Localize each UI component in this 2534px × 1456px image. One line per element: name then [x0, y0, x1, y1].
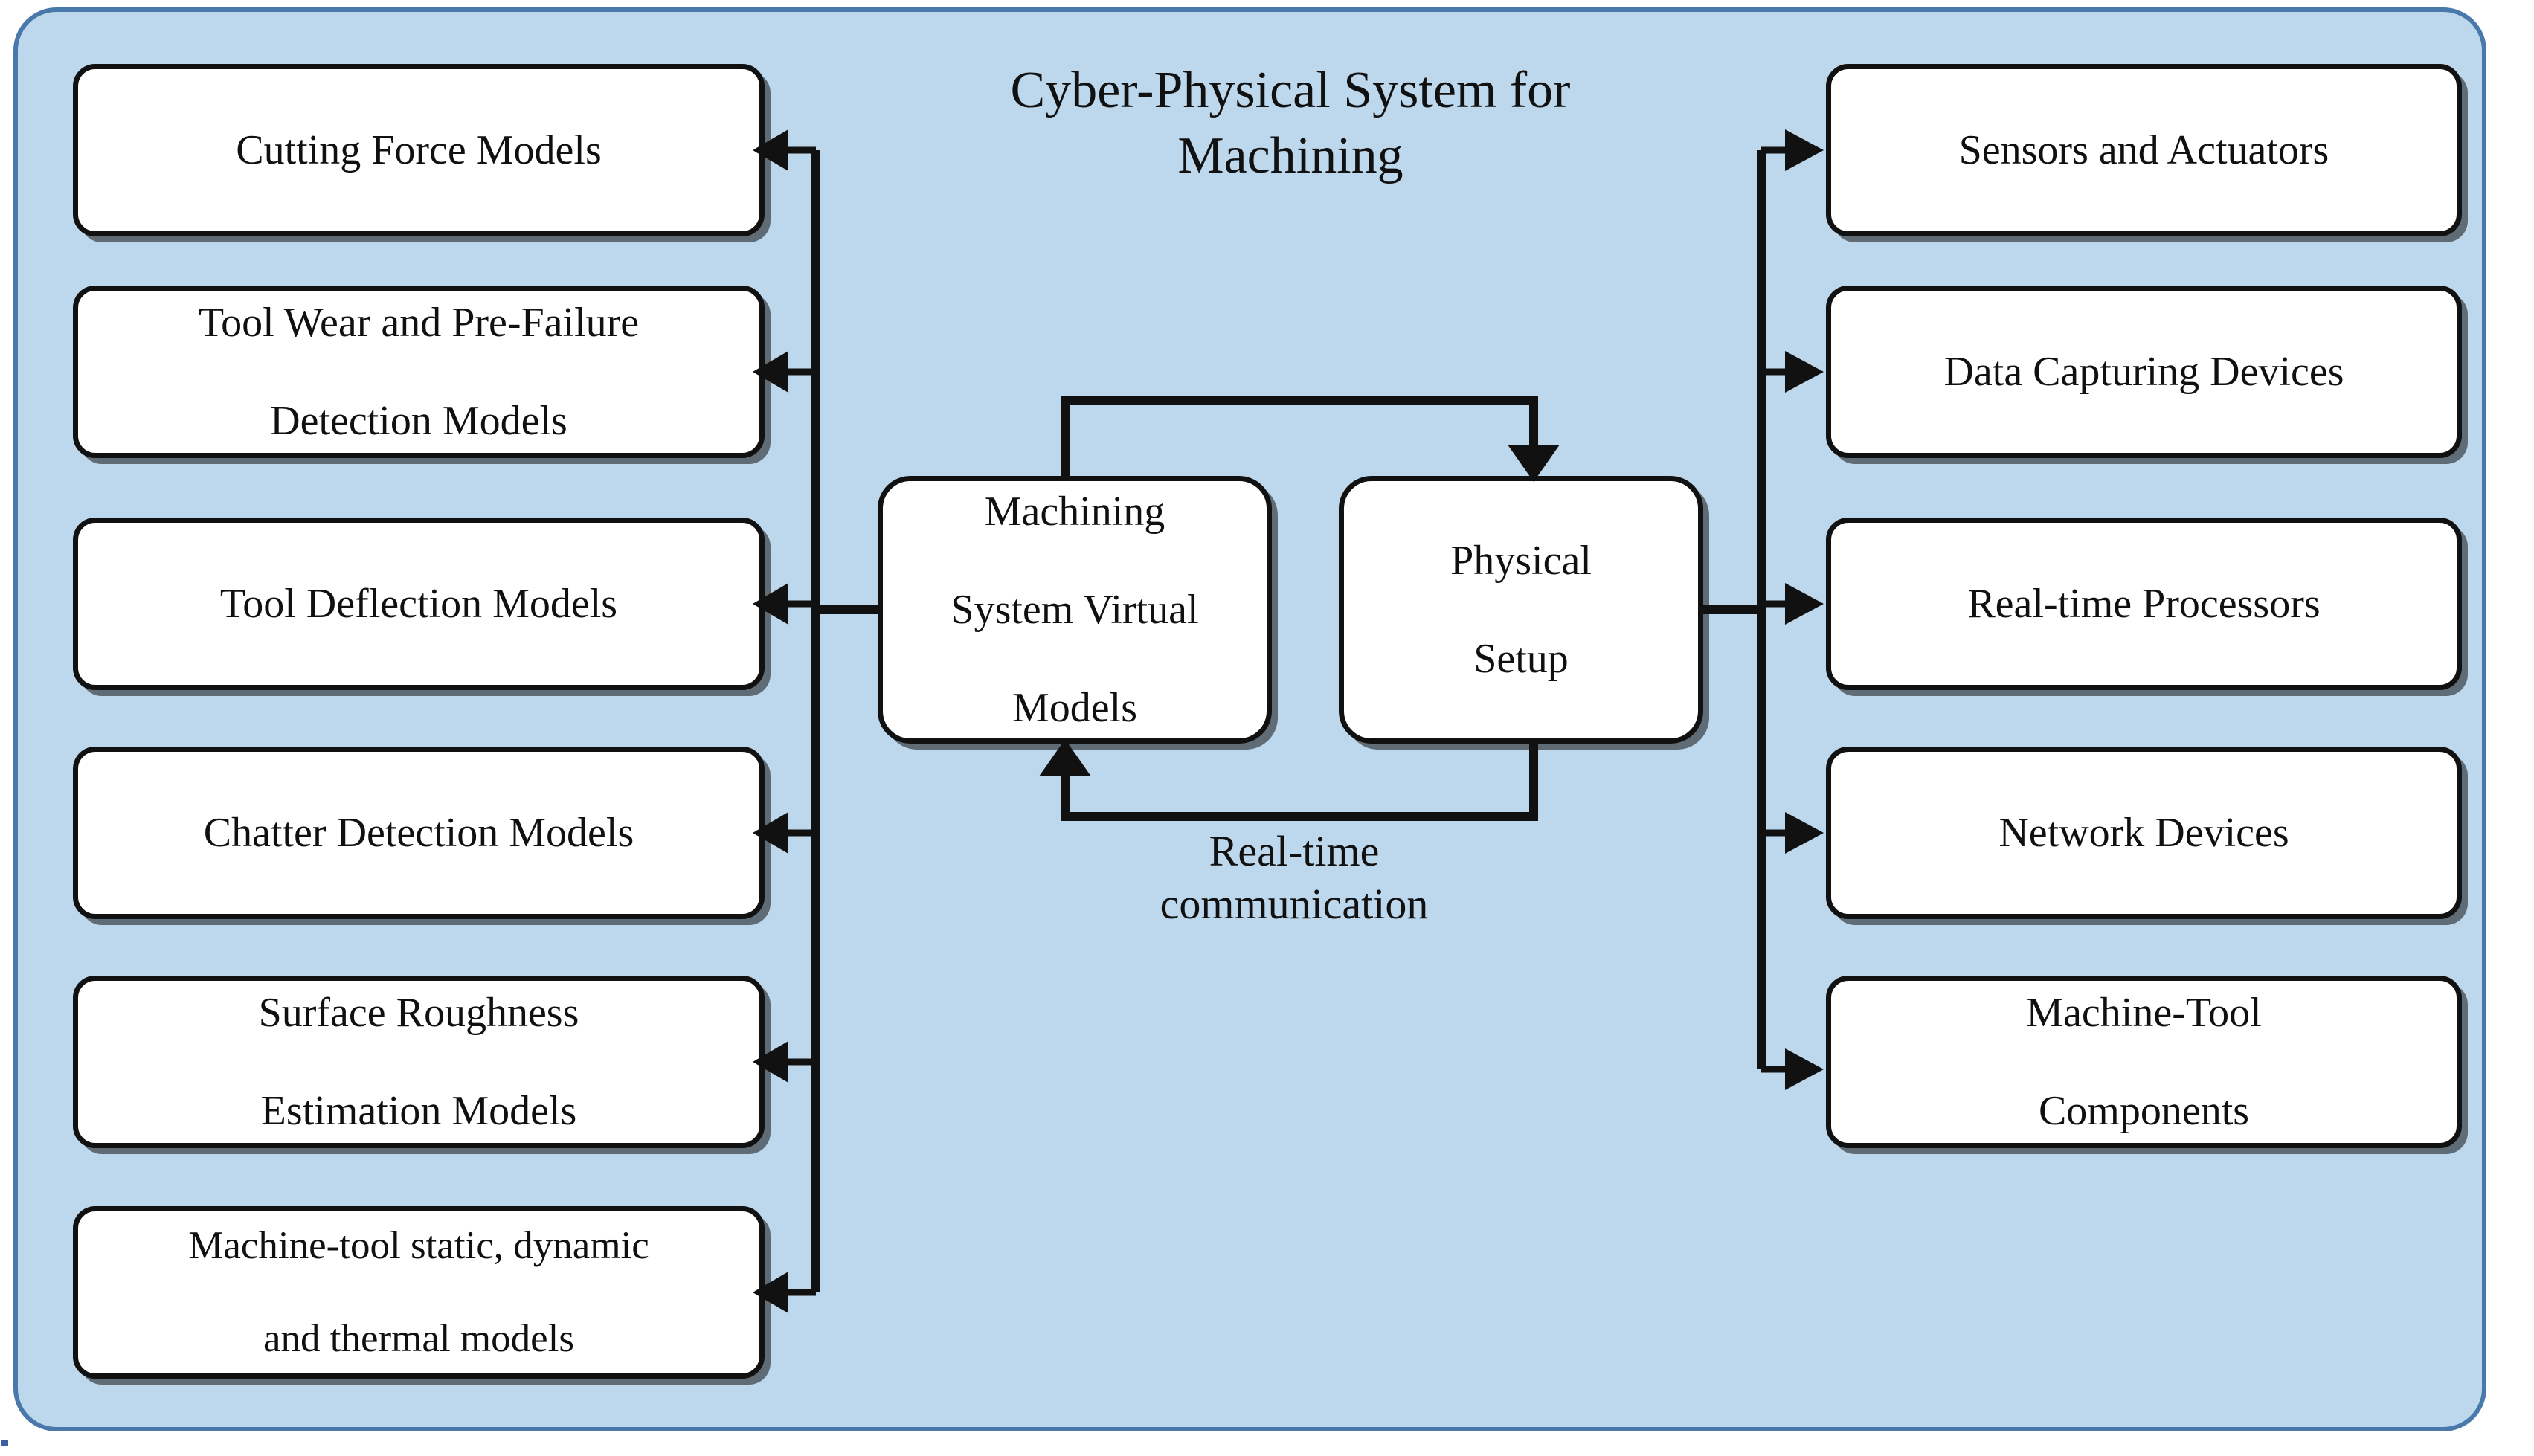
- diagram-title-line-2: Machining: [1177, 126, 1403, 184]
- node-label-line-2: Detection Models: [270, 398, 567, 445]
- real-time-communication-line-1: Real-time: [1209, 827, 1380, 875]
- node-label-line-1: Surface Roughness: [258, 989, 579, 1036]
- node-label: Chatter Detection Models: [203, 809, 634, 856]
- node-label: Network Devices: [1998, 809, 2289, 856]
- node-machine-tool-components[interactable]: Machine-Tool Components: [1826, 976, 2462, 1148]
- node-label: Data Capturing Devices: [1943, 348, 2344, 395]
- node-sensors-and-actuators[interactable]: Sensors and Actuators: [1826, 64, 2462, 236]
- node-label-line-2: System Virtual: [951, 586, 1199, 633]
- node-label-line-1: Machining: [984, 488, 1165, 535]
- node-label-line-2: Estimation Models: [260, 1088, 577, 1135]
- node-label-line-1: Machine-Tool: [2026, 989, 2262, 1036]
- node-label-line-2: Setup: [1473, 636, 1569, 683]
- node-label-line-2: and thermal models: [263, 1317, 574, 1361]
- node-label-line-2: Components: [2038, 1088, 2250, 1135]
- node-physical-setup[interactable]: Physical Setup: [1339, 476, 1703, 744]
- node-machining-system-virtual-models[interactable]: Machining System Virtual Models: [878, 476, 1272, 744]
- node-real-time-processors[interactable]: Real-time Processors: [1826, 518, 2462, 690]
- node-label-line-3: Models: [1012, 685, 1137, 732]
- diagram-title: Cyber-Physical System for Machining: [807, 58, 1774, 188]
- node-data-capturing-devices[interactable]: Data Capturing Devices: [1826, 286, 2462, 458]
- node-label-line-1: Tool Wear and Pre-Failure: [198, 299, 640, 346]
- node-chatter-detection-models[interactable]: Chatter Detection Models: [73, 747, 765, 919]
- real-time-communication-line-2: communication: [1160, 879, 1429, 928]
- node-cutting-force-models[interactable]: Cutting Force Models: [73, 64, 765, 236]
- node-label: Real-time Processors: [1967, 580, 2321, 627]
- node-surface-roughness-estimation-models[interactable]: Surface Roughness Estimation Models: [73, 976, 765, 1148]
- node-tool-wear-pre-failure-detection-models[interactable]: Tool Wear and Pre-Failure Detection Mode…: [73, 286, 765, 458]
- node-network-devices[interactable]: Network Devices: [1826, 747, 2462, 919]
- real-time-communication-label: Real-time communication: [1034, 825, 1554, 931]
- node-label: Tool Deflection Models: [219, 580, 618, 627]
- diagram-title-line-1: Cyber-Physical System for: [1010, 62, 1571, 119]
- node-label: Sensors and Actuators: [1958, 126, 2329, 173]
- node-label-line-1: Machine-tool static, dynamic: [188, 1224, 649, 1268]
- node-tool-deflection-models[interactable]: Tool Deflection Models: [73, 518, 765, 690]
- scan-artifact-pixel: [1, 1440, 8, 1446]
- node-label-line-1: Physical: [1450, 537, 1592, 584]
- node-machine-tool-static-dynamic-thermal-models[interactable]: Machine-tool static, dynamic and thermal…: [73, 1206, 765, 1379]
- node-label: Cutting Force Models: [236, 126, 602, 173]
